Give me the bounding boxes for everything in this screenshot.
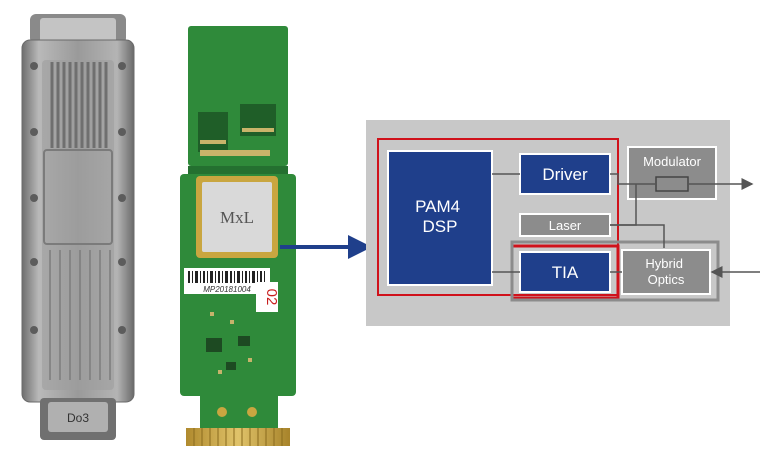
svg-text:Hybrid Optics: Hybrid Optics: [645, 256, 686, 287]
hybrid-label-line2: Optics: [648, 272, 685, 287]
dsp-label-line2: DSP: [423, 217, 458, 236]
block-diagram: PAM4 DSP Driver Modulator Laser TIA Hybr…: [366, 120, 760, 326]
dsp-highlight-frame: [377, 138, 619, 296]
number-sticker: 02: [256, 282, 280, 312]
connector-lines: [492, 173, 665, 273]
dsp-chip: MxL: [196, 176, 278, 258]
hybrid-optics-block: [621, 249, 711, 295]
tia-label: TIA: [552, 263, 579, 282]
heatsink-fins: [50, 62, 108, 148]
hybrid-label-line1: Hybrid: [645, 256, 683, 271]
sticker-number: 02: [263, 289, 280, 306]
module-board-photo: MxL MP20181004 02: [180, 26, 296, 446]
pam4-dsp-block: [387, 150, 493, 286]
modulator-label: Modulator: [643, 154, 701, 169]
barcode-text: MP20181004: [203, 285, 251, 294]
tia-block: [519, 251, 611, 293]
dsp-label-line1: PAM4: [415, 197, 460, 216]
modulator-element: [655, 176, 689, 192]
driver-label: Driver: [542, 165, 588, 184]
case-label: Do3: [67, 411, 89, 425]
screw-heads: [30, 62, 126, 334]
module-case-photo: Do3: [21, 14, 135, 440]
svg-text:PAM4 DSP: PAM4 DSP: [415, 197, 465, 236]
chip-logo: MxL: [220, 208, 254, 227]
barcode-sticker: MP20181004: [184, 268, 270, 294]
laser-label: Laser: [549, 218, 582, 233]
